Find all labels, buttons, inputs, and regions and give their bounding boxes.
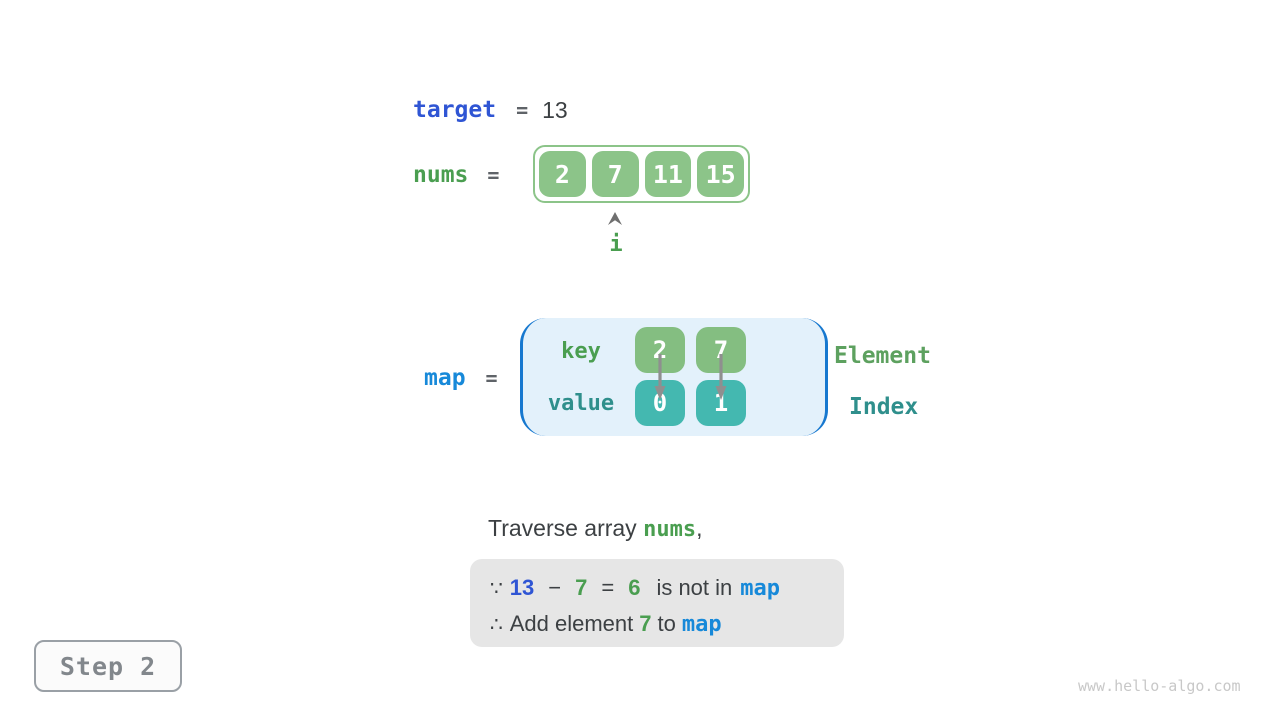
caption: Traverse array nums, [488, 515, 702, 542]
index-label: Index [849, 394, 919, 420]
note-text: is not in [656, 575, 733, 600]
difference-token: 6 [628, 575, 641, 600]
pointer-up-arrow-icon [608, 212, 622, 225]
array-cell: 11 [644, 151, 692, 197]
nums-label-row: nums = [413, 161, 499, 189]
map-token: map [681, 612, 722, 637]
target-row: target = 13 [413, 96, 568, 124]
map-var: map [424, 365, 466, 391]
target-value: 13 [542, 96, 568, 123]
key-to-value-arrow-icon [715, 354, 727, 400]
caption-comma: , [696, 515, 703, 541]
array-cell: 7 [591, 151, 639, 197]
key-row-label: key [561, 339, 601, 364]
note-text: Add element [509, 611, 634, 636]
key-to-value-arrow-icon [654, 354, 666, 400]
therefore-symbol: ∴ [490, 612, 503, 636]
note-line-1: ∵13−7 = 6 is not in map [490, 570, 824, 606]
nums-var: nums [413, 162, 469, 188]
step-badge: Step 2 [34, 640, 182, 692]
array-cell: 15 [697, 151, 744, 197]
value-row-label: value [547, 391, 615, 416]
equals-sign: = [516, 98, 529, 122]
because-symbol: ∵ [490, 576, 503, 600]
target-value-token: 13 [509, 575, 535, 600]
equals-sign: = [487, 163, 500, 187]
element-token: 7 [639, 611, 652, 636]
value-cell: 0 [635, 380, 685, 426]
target-var: target [413, 97, 497, 123]
equals-sign: = [485, 366, 498, 390]
map-label-row: map = [424, 364, 498, 392]
map-container: key value 2 7 0 1 [520, 318, 828, 436]
value-cell: 1 [696, 380, 746, 426]
index-pointer-label: i [609, 232, 623, 257]
equals-sign: = [601, 575, 615, 600]
minus-sign: − [548, 575, 562, 600]
watermark: www.hello-algo.com [1078, 677, 1241, 695]
nums-array: 2 7 11 15 [533, 145, 750, 203]
array-cell: 2 [539, 151, 586, 197]
nums-token: nums [643, 517, 697, 542]
element-label: Element [834, 343, 931, 369]
current-element-token: 7 [575, 575, 588, 600]
caption-text: Traverse array [488, 515, 637, 541]
note-text: to [657, 611, 676, 636]
map-token: map [740, 576, 781, 601]
